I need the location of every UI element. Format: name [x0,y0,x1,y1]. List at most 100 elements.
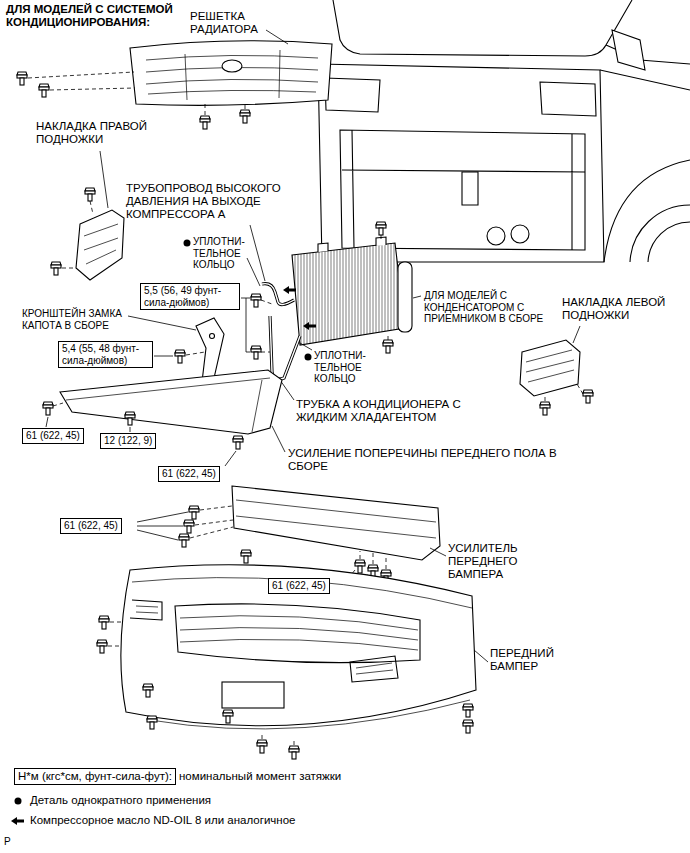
leader-line [225,451,236,466]
bolt [99,616,109,629]
mirror [612,30,645,70]
part-label: УСИЛЕНИЕ ПОПЕРЕЧИНЫ ПЕРЕДНЕГО ПОЛА В СБО… [288,447,588,473]
bolt [289,746,299,759]
oil-mark [283,286,296,294]
bumper-lower-edge [150,700,470,729]
torque-value: 61 (622, 45) [64,520,118,532]
legend-text: Компрессорное масло ND-OIL 8 или аналоги… [30,814,295,826]
bolt [97,640,107,653]
oil-mark [303,322,316,330]
bolt [175,350,185,363]
torque-value: 12 (122, 9) [104,435,152,447]
radiator-support [340,130,585,250]
part-label: P [4,836,11,848]
assembly-line [28,72,135,90]
torque-value: 5,5 (56, 49 фунт-сила-дюймов) [144,285,236,308]
bolt [147,716,157,729]
bolt [223,710,233,723]
torque-box: 61 (622, 45) [158,466,220,482]
reinforcement-bar [232,486,440,560]
legend-text: номинальный момент затяжки [179,770,341,782]
bolt [540,402,550,415]
leader-line [272,426,285,452]
reinforcement-edge [236,500,436,538]
label-box: УСИЛИТЕЛЬ ПЕРЕДНЕГО БАМПЕРА [448,542,548,582]
vehicle-body [318,0,690,262]
label-box: УСИЛЕНИЕ ПОПЕРЕЧИНЫ ПЕРЕДНЕГО ПОЛА В СБО… [288,447,588,473]
fog-lamp-opening [130,600,162,620]
front-bumper [97,550,488,759]
part-label: ПЕРЕДНИЙ БАМПЕР [490,647,590,673]
step-cover [520,340,580,396]
assembly-line [53,403,63,406]
label-box: УПЛОТНИ- ТЕЛЬНОЕ КОЛЬЦО [193,236,255,271]
bolt [257,740,267,753]
condenser-core [292,243,405,345]
bolt [179,534,189,547]
bolt [39,84,49,97]
assembly-line [186,352,205,355]
torque-value: 5,4 (55, 48 фунт-сила-дюймов) [62,343,149,366]
radiator-support-bars [342,130,585,250]
fog-lamp-opening [350,656,398,682]
torque-box: 61 (622, 45) [60,518,122,534]
headlamp-opening [540,82,596,116]
liquid-pipe-core [270,316,300,379]
grille-slats [146,55,318,94]
assembly-line [62,268,76,269]
part-label: ТРУБОПРОВОД ВЫСОКОГО ДАВЛЕНИЯ НА ВЫХОДЕ … [126,182,306,222]
legend-entry: Компрессорное масло ND-OIL 8 или аналоги… [30,814,295,827]
legend-entry: номинальный момент затяжки [179,770,341,783]
hood-line [333,0,632,56]
assembly-line [545,384,583,401]
label-box: НАКЛАДКА ЛЕВОЙ ПОДНОЖКИ [562,296,684,322]
bolt [383,340,393,353]
label-box: ДЛЯ МОДЕЛЕЙ С КОНДЕНСАТОРОМ С ПРИЕМНИКОМ… [424,290,564,325]
bolt [233,436,243,449]
leader-line [573,326,580,343]
part-label: УПЛОТНИ- ТЕЛЬНОЕ КОЛЬЦО [193,236,255,271]
legend-text: Деталь однократного применения [30,794,211,806]
receiver-tank [398,262,412,332]
assembly-line [388,334,389,340]
bumper-grille-slats [180,616,418,650]
leader-line [266,30,288,44]
single-use-dot [184,240,191,247]
fog-lamp-slats [136,606,158,613]
bracket-hole [210,334,215,339]
label-box: ПЕРЕДНИЙ БАМПЕР [490,647,590,673]
part-label: КРОНШТЕЙН ЗАМКА КАПОТА В СБОРЕ [22,308,152,331]
torque-box: 12 (122, 9) [100,433,156,449]
bolt [200,116,210,129]
assembly-line [90,201,93,214]
step-cover-ribs [84,224,118,264]
torque-value: 61 (622, 45) [272,580,326,592]
bolt [376,222,386,235]
part-label: НАКЛАДКА ЛЕВОЙ ПОДНОЖКИ [562,296,684,322]
leader-line [300,343,312,350]
bolt [43,402,53,415]
legend-torque-box: Н*м (кгс*см, фунт-сила-фут): [14,768,176,785]
bolt [355,560,365,573]
cross-member-reinforcement [43,370,285,466]
torque-value: Н*м (кгс*см, фунт-сила-фут): [18,770,172,783]
label-box: РЕШЕТКА РАДИАТОРА [190,10,285,36]
bolt [184,520,194,533]
leader-line [430,548,446,556]
body-side-line [600,70,690,90]
bolt [17,72,27,85]
label-box: ТРУБОПРОВОД ВЫСОКОГО ДАВЛЕНИЯ НА ВЫХОДЕ … [126,182,306,222]
grille-ribs [185,50,280,100]
torque-bracket [241,298,250,352]
hood-lock [462,172,478,205]
fog-lamp-slats [356,663,393,674]
torque-value: 61 (622, 45) [26,430,80,442]
leader-line [130,427,131,432]
bumper-grille [175,604,420,663]
headlamp-opening [325,78,380,112]
part-label: ТРУБКА A КОНДИЦИОНЕРА С ЖИДКИМ ХЛАДАГЕНТ… [296,398,474,424]
part-label: РЕШЕТКА РАДИАТОРА [190,10,285,36]
single-use-dot [305,354,312,361]
bolt [463,720,473,733]
